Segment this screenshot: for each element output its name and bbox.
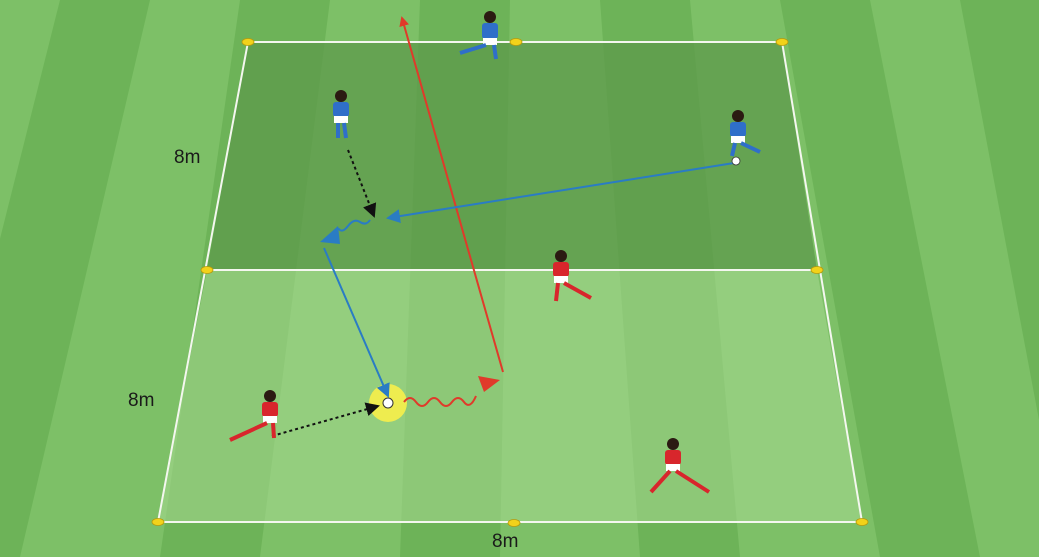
cone: [200, 266, 214, 274]
cone: [509, 38, 523, 46]
cone: [151, 518, 165, 526]
black-movement-arrow-lower: [271, 402, 380, 437]
lower-zone: [158, 270, 862, 522]
player-blue-upper-left: [333, 90, 349, 139]
ball: [382, 397, 394, 409]
red-dribble-arrowhead: [478, 376, 500, 392]
blue-pass-arrow-to-ball: [323, 247, 390, 398]
cone: [810, 266, 824, 274]
lower-zone-dimension-label: 8m: [128, 390, 154, 411]
blue-pass-arrow-right-player: [386, 162, 735, 224]
bottom-dimension-label: 8m: [492, 531, 518, 552]
upper-zone: [207, 42, 817, 270]
blue-dribble-arrowhead: [320, 226, 340, 244]
cones: [151, 38, 869, 527]
upper-zone-dimension-label: 8m: [174, 147, 200, 168]
red-dribble-arrow: [403, 395, 477, 407]
player-blue-upper-right: [730, 110, 761, 166]
red-run-arrow: [399, 16, 504, 373]
player-red-middle: [553, 250, 592, 302]
blue-dribble-short: [337, 219, 371, 232]
cone: [855, 518, 869, 526]
player-red-lower-right: [649, 438, 711, 494]
player-red-lower-left: [229, 390, 278, 442]
cone: [241, 38, 255, 46]
cone: [507, 519, 521, 527]
cone: [775, 38, 789, 46]
player-blue-top-center: [459, 11, 498, 60]
